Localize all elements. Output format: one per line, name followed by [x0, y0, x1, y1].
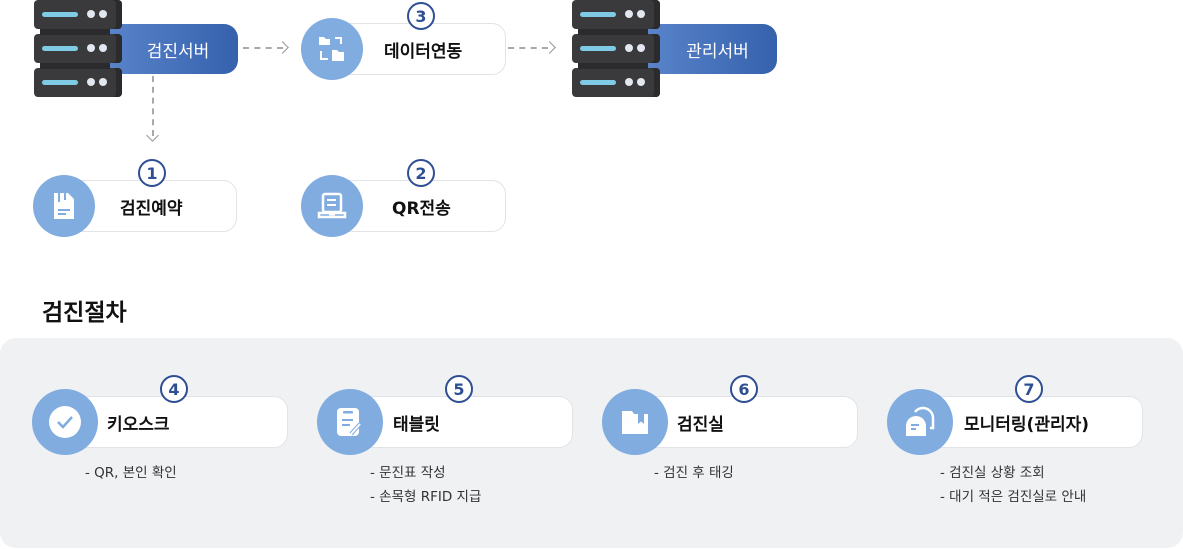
connector-arrow: [508, 47, 548, 49]
procedure-step-monitoring: 모니터링(관리자) 7: [887, 375, 1143, 455]
data-link-label: 데이터연동: [384, 41, 463, 62]
data-link-node: 데이터연동 3: [301, 2, 506, 80]
admin-server-box: 관리서버: [640, 24, 777, 74]
exam-server-label: 검진서버: [146, 41, 210, 62]
arrow-head-icon: [146, 129, 159, 142]
chat-bubbles-icon: [887, 389, 953, 455]
step-details: - 검진 후 태깅: [654, 461, 734, 485]
step-label: 검진실: [677, 414, 724, 435]
step-badge: 5: [445, 375, 473, 403]
step-badge: 1: [138, 159, 166, 187]
laptop-icon: [301, 175, 363, 237]
procedure-step-exam-room: 검진실 6: [602, 375, 858, 455]
step-badge: 3: [407, 2, 435, 30]
reservation-node: 검진예약 1: [33, 159, 237, 237]
step-label: 태블릿: [393, 414, 440, 435]
detail-line: - 문진표 작성: [370, 465, 446, 481]
procedure-step-tablet: 태블릿 5: [317, 375, 573, 455]
admin-server-label: 관리서버: [686, 41, 749, 62]
arrow-head-icon: [543, 41, 556, 54]
step-details: - 문진표 작성 - 손목형 RFID 지급: [370, 461, 481, 509]
qr-send-node: QR전송 2: [301, 159, 506, 237]
detail-line: - QR, 본인 확인: [85, 465, 177, 481]
section-title: 검진절차: [42, 300, 127, 326]
qr-send-label: QR전송: [392, 198, 451, 219]
server-icon: [34, 0, 122, 98]
detail-line: - 손목형 RFID 지급: [370, 489, 482, 505]
reservation-label: 검진예약: [120, 198, 183, 219]
exam-server-box: 검진서버: [100, 24, 238, 74]
bookmark-folder-icon: [602, 389, 668, 455]
step-details: - 검진실 상황 조회 - 대기 적은 검진실로 안내: [940, 461, 1086, 509]
step-label: 키오스크: [107, 414, 170, 435]
connector-arrow: [152, 76, 154, 136]
step-badge: 7: [1015, 375, 1043, 403]
connector-arrow: [243, 47, 283, 49]
clipboard-edit-icon: [317, 389, 383, 455]
check-circle-icon: [32, 389, 98, 455]
procedure-step-kiosk: 키오스크 4: [32, 375, 288, 455]
clipboard-clip-icon: [33, 175, 95, 237]
detail-line: - 대기 적은 검진실로 안내: [940, 489, 1087, 505]
folder-sync-icon: [301, 18, 363, 80]
detail-line: - 검진실 상황 조회: [940, 465, 1045, 481]
step-details: - QR, 본인 확인: [85, 461, 177, 485]
step-badge: 2: [407, 159, 435, 187]
step-badge: 4: [160, 375, 188, 403]
step-label: 모니터링(관리자): [964, 414, 1090, 435]
step-badge: 6: [730, 375, 758, 403]
arrow-head-icon: [276, 41, 289, 54]
server-icon: [572, 0, 660, 98]
detail-line: - 검진 후 태깅: [654, 465, 734, 481]
